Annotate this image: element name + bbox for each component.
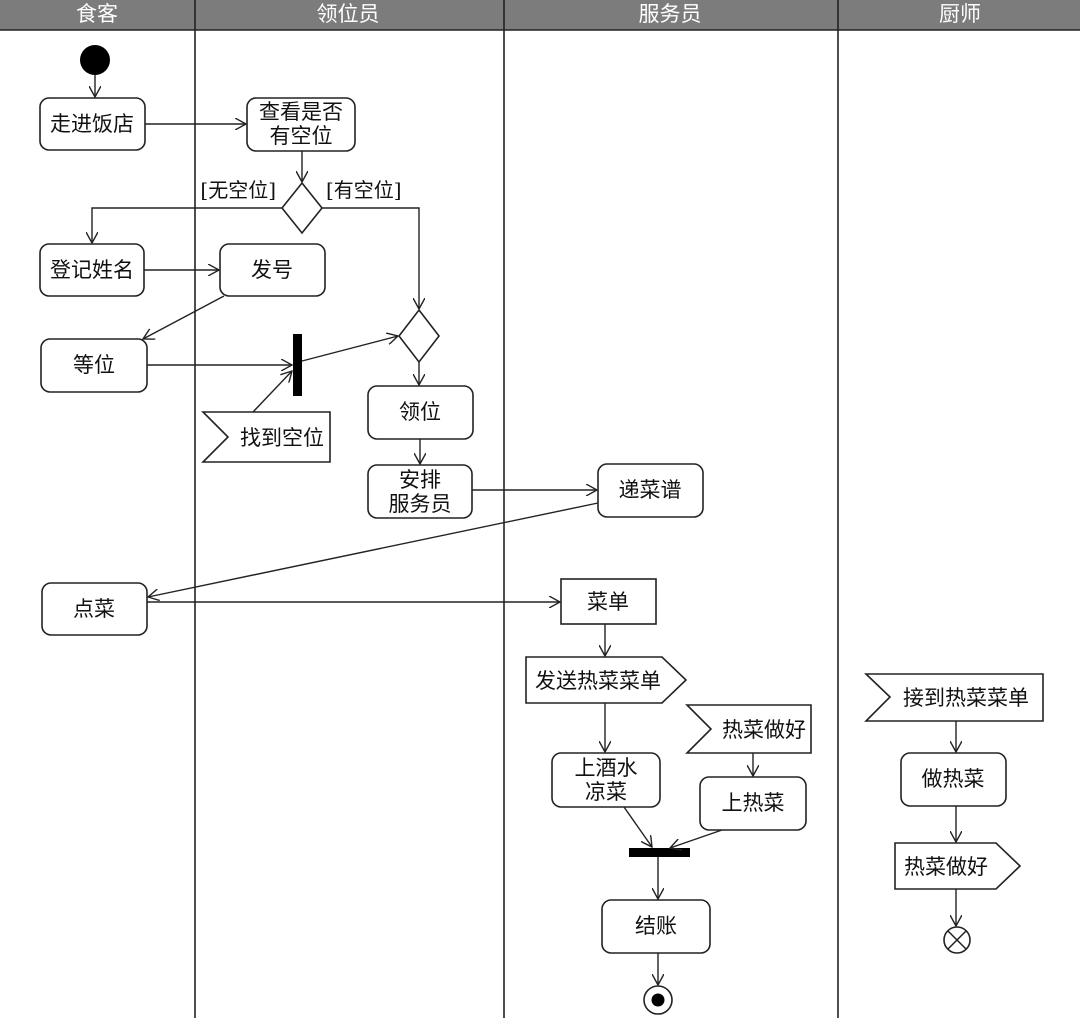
action-serve-drinks-label-2: 凉菜 [585, 780, 627, 804]
flow-menu-to-order [148, 502, 599, 597]
join-bar-serve [629, 848, 690, 857]
action-seat-guest-label: 领位 [399, 400, 441, 424]
signal-send-hot-order-label: 发送热菜菜单 [535, 669, 661, 693]
signal-send-hot-order [525, 656, 688, 704]
action-assign-waiter-label-1: 安排 [399, 468, 441, 492]
join-bar-seat [293, 334, 302, 396]
signal-hot-done-accept-label: 热菜做好 [722, 718, 806, 742]
action-check-seat-label-2: 有空位 [270, 124, 333, 148]
flow-decision-no-seat [92, 207, 282, 243]
action-wait-for-seat-label: 等位 [73, 353, 115, 377]
initial-node [80, 45, 110, 75]
action-issue-number-label: 发号 [251, 258, 293, 282]
action-check-seat-label-1: 查看是否 [259, 100, 343, 124]
action-enter-restaurant-label: 走进饭店 [50, 112, 134, 136]
flow-final-cross-2 [947, 930, 967, 950]
decision-seat-available [280, 181, 324, 235]
action-serve-hot-label: 上热菜 [722, 791, 785, 815]
action-serve-hot [699, 776, 807, 831]
flow-drinks-to-join [623, 806, 652, 847]
action-issue-number [219, 243, 326, 297]
object-order-list-label: 菜单 [587, 590, 629, 614]
action-checkout-label: 结账 [635, 914, 677, 938]
signal-seat-found-label: 找到空位 [240, 426, 324, 450]
action-serve-drinks-label-1: 上酒水 [575, 756, 638, 780]
signal-hot-done-accept [685, 704, 812, 754]
final-node-inner [651, 993, 665, 1007]
lane-header-band [0, 0, 1080, 30]
action-order-food-label: 点菜 [73, 597, 115, 621]
lane-title-chef: 厨师 [939, 2, 981, 26]
action-assign-waiter-label-2: 服务员 [389, 492, 452, 516]
signal-seat-found [201, 411, 331, 463]
lane-title-diner: 食客 [76, 2, 118, 26]
lane-title-host: 领位员 [317, 2, 380, 26]
action-register-name-label: 登记姓名 [50, 258, 134, 282]
action-assign-waiter [367, 464, 473, 519]
guard-has-seat: [有空位] [326, 178, 402, 202]
lane-title-waiter: 服务员 [639, 2, 702, 26]
action-cook-hot [900, 752, 1007, 807]
flow-found-to-join [252, 371, 292, 413]
signal-hot-done-send-label: 热菜做好 [904, 855, 988, 879]
flow-join-to-merge [301, 336, 398, 362]
action-serve-drinks [551, 752, 661, 808]
action-order-food [41, 582, 148, 636]
merge-node-seat [397, 308, 441, 364]
object-order-list [560, 578, 657, 625]
flow-decision-has-seat [322, 207, 419, 309]
guard-no-seat: [无空位] [200, 178, 276, 202]
action-hand-menu [597, 463, 704, 518]
flow-issue-to-wait [143, 295, 225, 339]
action-check-seat [246, 97, 356, 152]
action-cook-hot-label: 做热菜 [922, 767, 985, 791]
action-checkout [601, 899, 711, 954]
flow-servehot-to-join [670, 829, 723, 848]
action-hand-menu-label: 递菜谱 [619, 478, 682, 502]
signal-receive-hot-order [864, 673, 1044, 722]
signal-hot-done-send [894, 842, 1022, 890]
signal-receive-hot-order-label: 接到热菜菜单 [903, 686, 1029, 710]
